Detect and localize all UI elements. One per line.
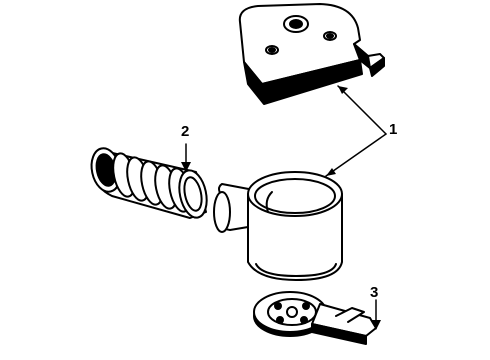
- corrugated-hose-duct: [90, 147, 208, 219]
- leader-line-1-upper: [337, 85, 387, 135]
- leader-line-1-lower: [325, 133, 387, 177]
- arrowhead-1-lower: [326, 168, 336, 176]
- callout-number-3: 3: [370, 284, 379, 301]
- arrowhead-3: [371, 320, 381, 330]
- arrowhead-2: [181, 162, 191, 172]
- mounting-bracket-plate: [253, 291, 377, 345]
- cup-housing-with-side-nozzle: [213, 171, 343, 281]
- leader-arrowheads: [181, 86, 381, 330]
- arrowhead-1-upper: [338, 86, 348, 94]
- callout-number-1: 1: [389, 121, 398, 138]
- callout-number-2: 2: [181, 123, 190, 140]
- upper-housing-block: [238, 3, 385, 105]
